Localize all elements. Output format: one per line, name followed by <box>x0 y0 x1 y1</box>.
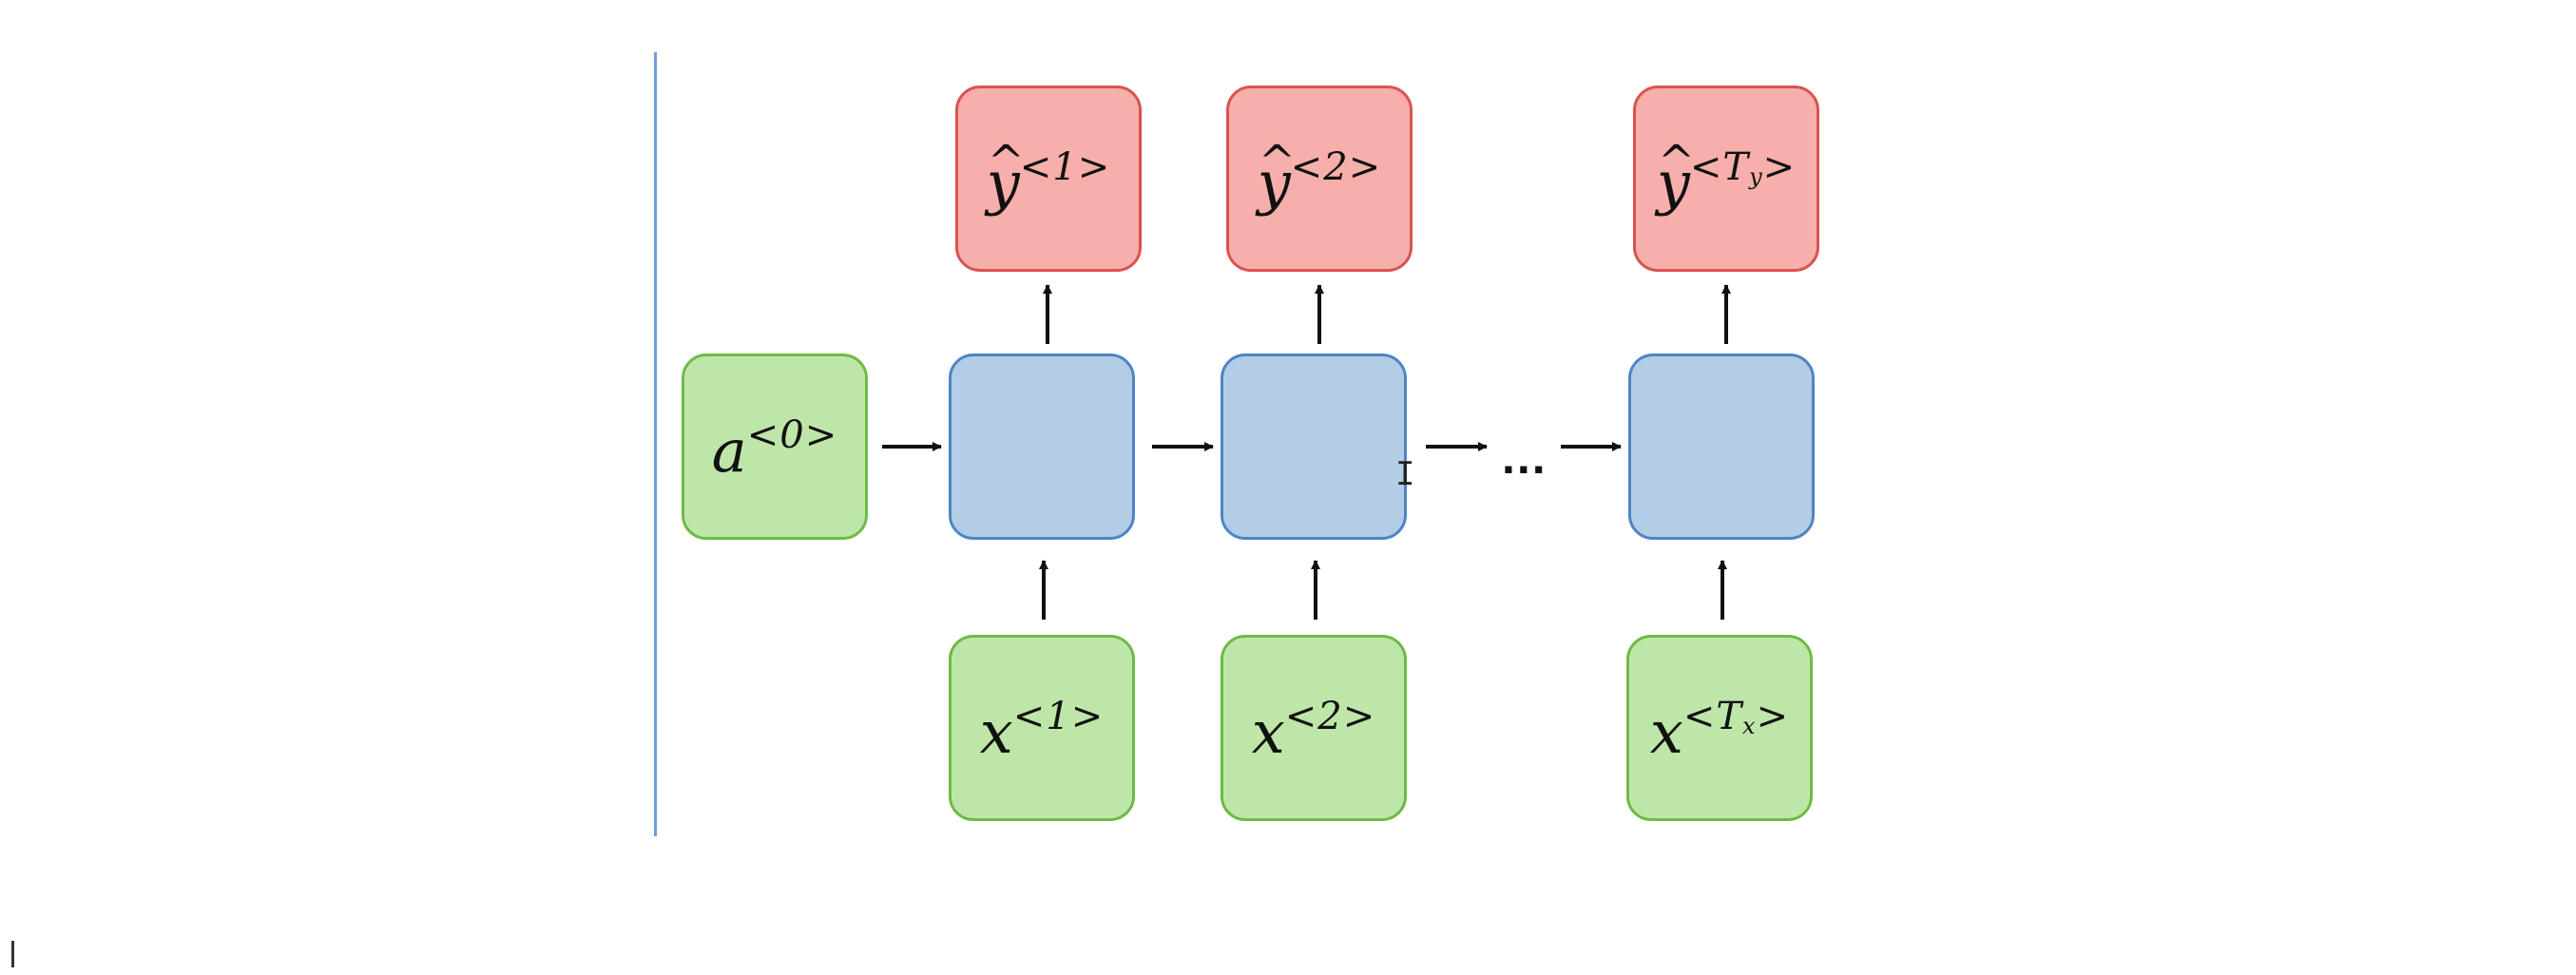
input-label-1: x<1> <box>952 698 1132 762</box>
output-base-2: y <box>1258 153 1291 213</box>
rnn-cell-ty <box>1628 354 1815 540</box>
rnn-cell-1 <box>949 354 1135 540</box>
output-base-1: y <box>987 153 1020 213</box>
initial-state-base: a <box>711 415 747 486</box>
output-sup-pre-ty: <T <box>1689 145 1750 190</box>
rnn-cell-2 <box>1221 354 1407 540</box>
output-base-ty: y <box>1657 153 1690 213</box>
ellipsis: ... <box>1502 430 1548 484</box>
input-box-2: x<2> <box>1221 635 1407 821</box>
initial-state-sup: <0> <box>746 413 838 458</box>
margin-guide-line <box>654 52 657 836</box>
output-sup-sub-ty: y <box>1749 162 1763 190</box>
input-sup-2: <2> <box>1284 695 1376 739</box>
input-sup-1: <1> <box>1012 695 1105 739</box>
output-sup-1: <1> <box>1019 145 1111 190</box>
initial-state-box: a<0> <box>682 354 868 540</box>
input-box-tx: x<Tx> <box>1626 635 1813 821</box>
input-box-1: x<1> <box>949 635 1135 821</box>
output-box-ty: y<Ty> <box>1633 86 1819 272</box>
ibeam-cursor-icon: I <box>1395 455 1415 493</box>
output-label-2: y<2> <box>1229 148 1410 213</box>
input-label-tx: x<Tx> <box>1629 698 1810 762</box>
output-label-1: y<1> <box>958 148 1139 213</box>
output-sup-2: <2> <box>1290 145 1382 190</box>
initial-state-label: a<0> <box>684 416 865 481</box>
input-sup-pre-tx: <T <box>1682 695 1743 739</box>
text-cursor <box>11 941 14 967</box>
input-base-tx: x <box>1649 697 1683 767</box>
input-base-1: x <box>979 697 1013 767</box>
input-label-2: x<2> <box>1223 698 1404 762</box>
input-sup-sub-tx: x <box>1742 712 1757 739</box>
output-sup-post-ty: > <box>1762 145 1797 190</box>
output-box-1: y<1> <box>955 86 1142 272</box>
input-base-2: x <box>1251 697 1285 767</box>
output-box-2: y<2> <box>1226 86 1413 272</box>
input-sup-post-tx: > <box>1756 695 1790 739</box>
output-label-ty: y<Ty> <box>1636 148 1817 213</box>
